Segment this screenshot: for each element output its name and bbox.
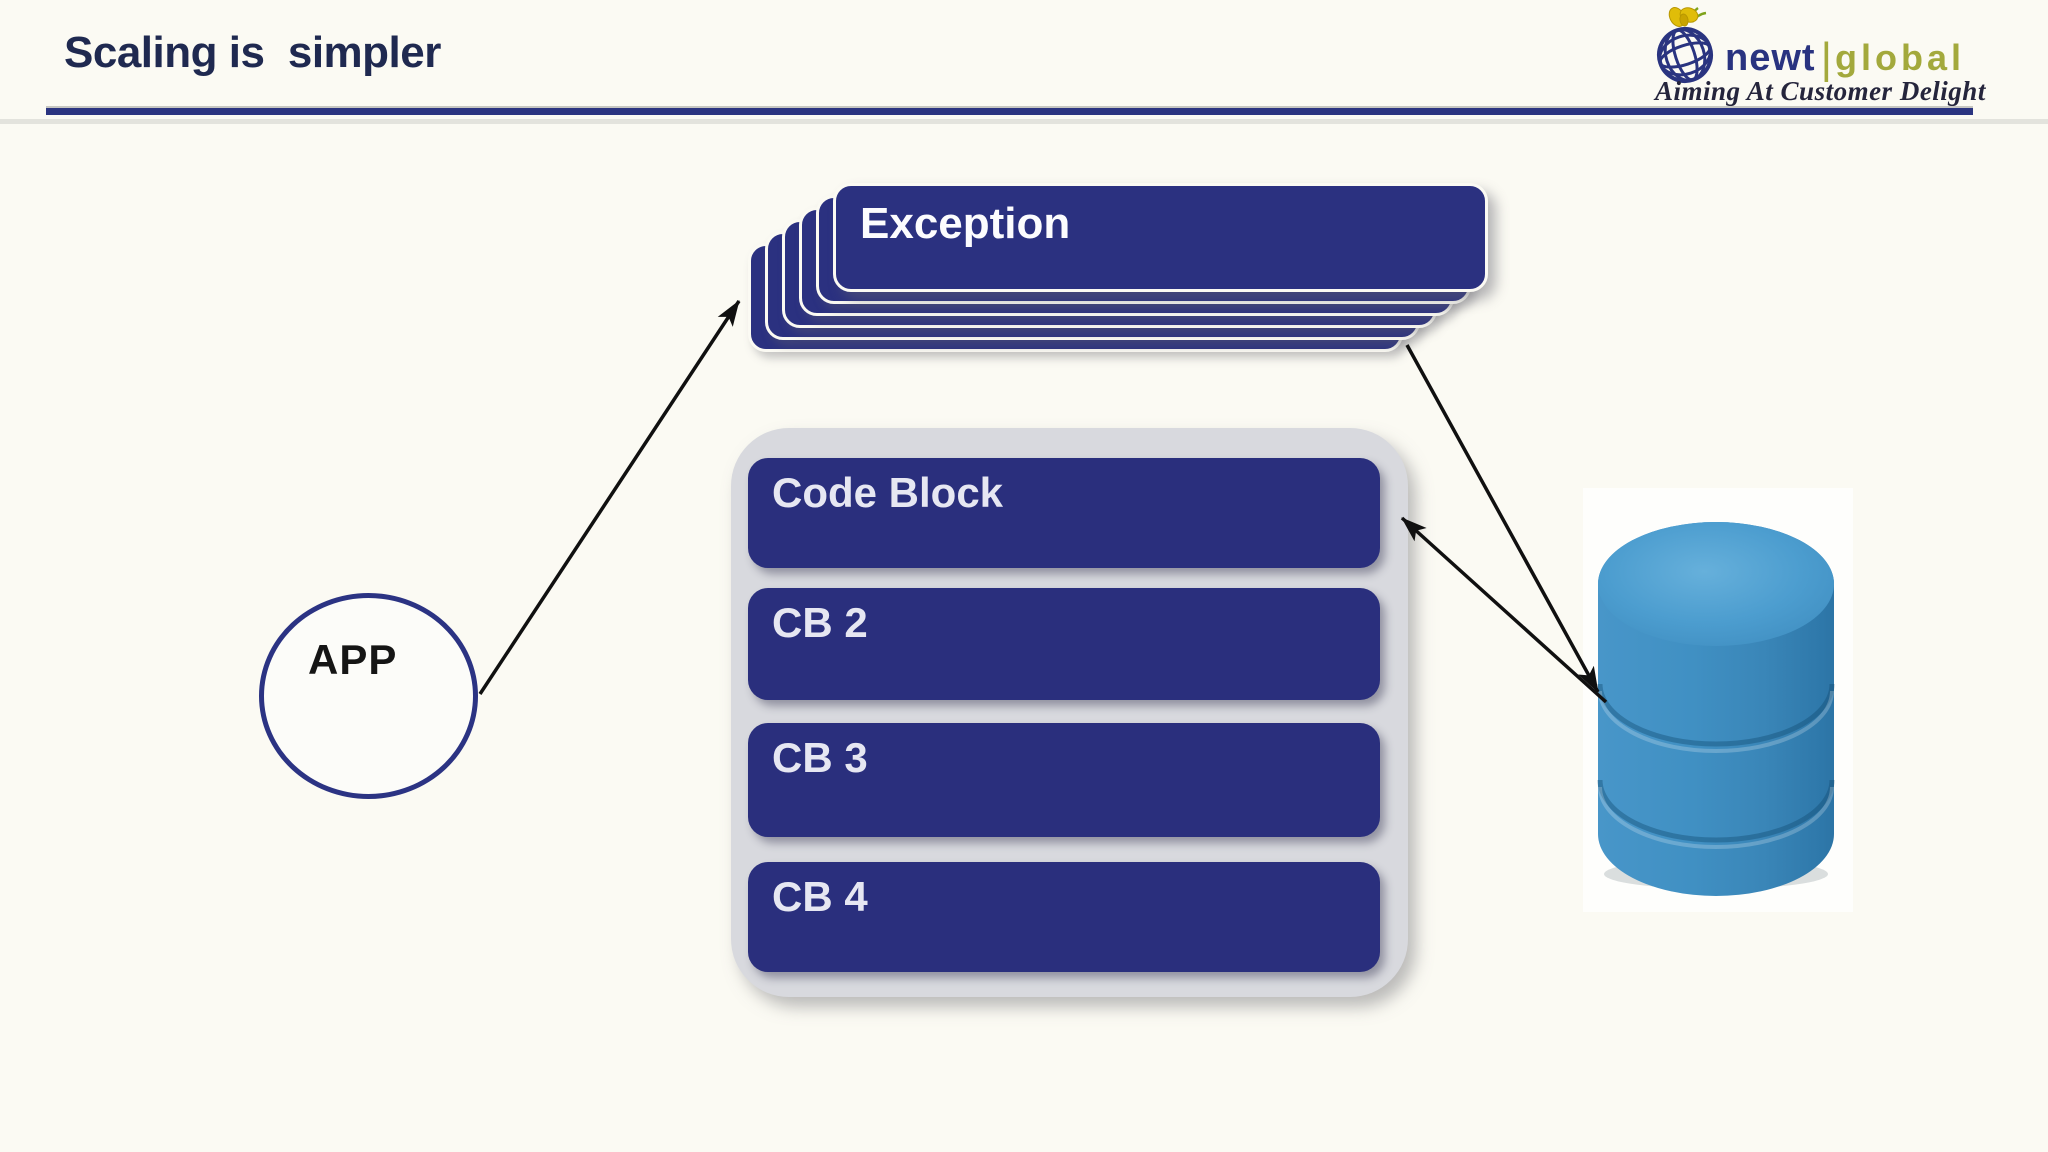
code-block-label: CB 2 (772, 599, 868, 646)
code-block-bar: CB 4 (748, 862, 1380, 972)
brand-newt: newt (1725, 37, 1816, 79)
code-block-bar: Code Block (748, 458, 1380, 568)
brand-name: newt|global (1725, 37, 1965, 81)
code-block-label: CB 3 (772, 734, 868, 781)
app-node: APP (259, 593, 478, 799)
brand-divider: | (1820, 34, 1832, 83)
globe-icon (1657, 6, 1713, 83)
code-block-label: CB 4 (772, 873, 868, 920)
brand-tagline: Aiming At Customer Delight (1655, 76, 1986, 106)
code-block-container: Code Block CB 2 CB 3 CB 4 (731, 428, 1408, 997)
page-title: Scaling is simpler (64, 28, 441, 77)
exception-label: Exception (860, 199, 1071, 248)
arrow-exception-to-database (1405, 344, 1600, 693)
app-node-label: APP (308, 636, 398, 683)
code-block-bar: CB 3 (748, 723, 1380, 837)
header-rule (46, 108, 1973, 115)
code-block-label: Code Block (772, 469, 1004, 516)
brand-global: global (1835, 37, 1965, 78)
code-block-bar: CB 2 (748, 588, 1380, 700)
header-rule-band (0, 119, 2048, 124)
header-rule-shadow (46, 106, 1973, 108)
company-logo: newt|global Aiming At Customer Delight (1645, 4, 2015, 108)
arrow-database-to-codeblock (1400, 516, 1608, 704)
exception-stack-front-card: Exception (833, 183, 1488, 292)
arrow-app-to-exception (478, 300, 741, 695)
database-cylinder-icon (1597, 522, 1835, 896)
